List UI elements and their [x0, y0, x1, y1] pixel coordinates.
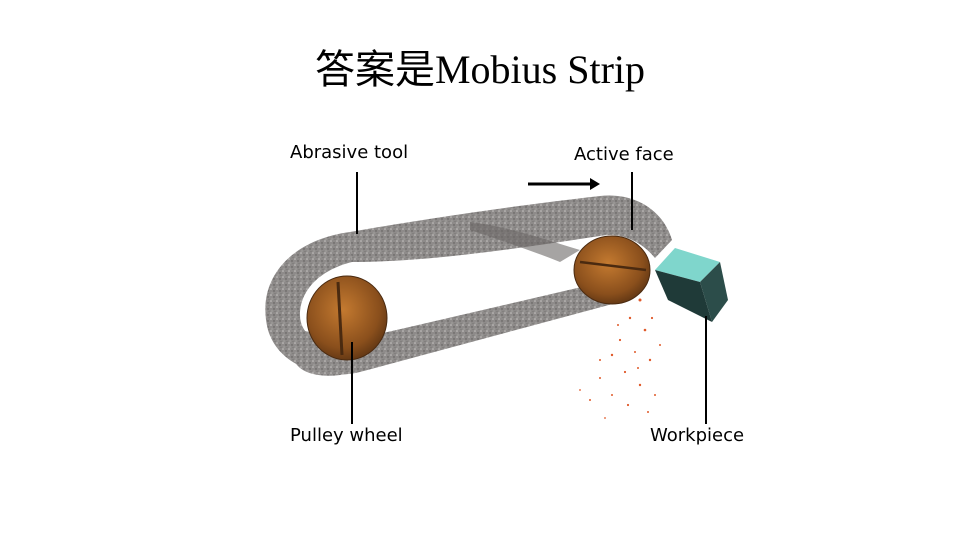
workpiece-block — [655, 248, 728, 322]
label-workpiece: Workpiece — [650, 425, 744, 446]
label-pulley-wheel: Pulley wheel — [290, 425, 403, 446]
left-pulley-wheel — [306, 275, 388, 361]
slide-title: 答案是Mobius Strip — [314, 47, 646, 92]
leader-lines — [351, 172, 707, 424]
sparks — [579, 298, 661, 419]
label-active-face: Active face — [574, 144, 674, 165]
right-pulley-wheel — [573, 235, 651, 305]
direction-arrow-icon — [528, 178, 600, 190]
label-abrasive-tool: Abrasive tool — [290, 142, 408, 163]
